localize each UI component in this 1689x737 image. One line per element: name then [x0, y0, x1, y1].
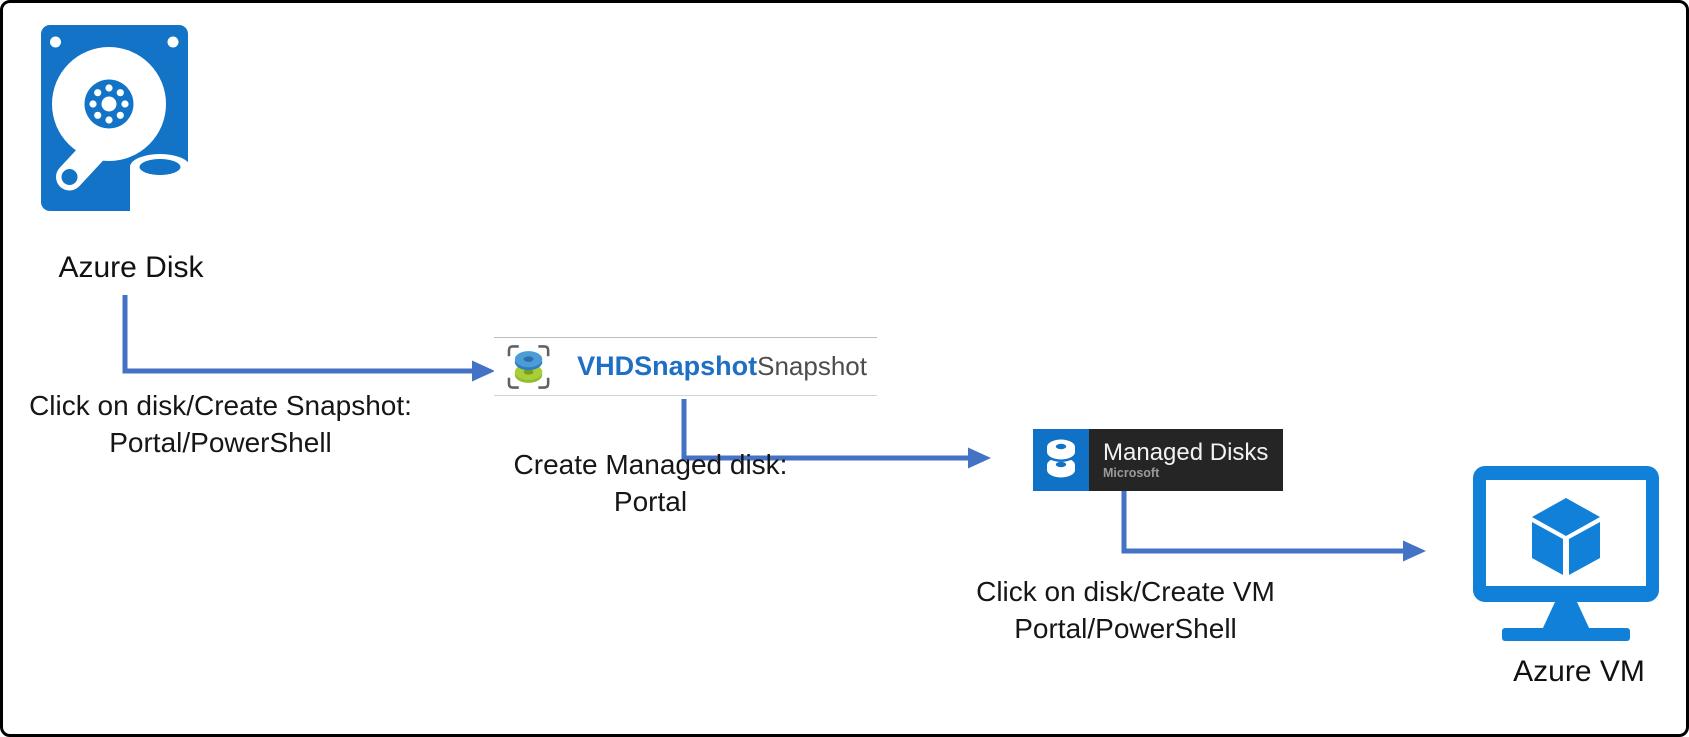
- managed-disks-tile-body: Managed Disks Microsoft: [1089, 429, 1283, 491]
- azure-vm-label: Azure VM: [1513, 655, 1645, 688]
- azure-disk-label: Azure Disk: [58, 251, 204, 284]
- blue-disk: [514, 350, 543, 370]
- bottom-disk: [1047, 457, 1075, 478]
- managed-disks-tile[interactable]: Managed Disks Microsoft: [1033, 429, 1283, 491]
- arrow-disk-to-snapshot: [122, 295, 495, 382]
- caption-create-snapshot: Click on disk/Create Snapshot: Portal/Po…: [8, 387, 433, 461]
- snapshot-name-link[interactable]: VHDSnapshot: [577, 351, 758, 381]
- caption-create-managed-disk: Create Managed disk: Portal: [498, 446, 803, 520]
- arrow-snapshot-to-manageddisk: [681, 399, 991, 469]
- vm-monitor-icon: [1473, 466, 1659, 641]
- caption-create-managed-disk-line1: Create Managed disk:: [513, 449, 788, 480]
- caption-create-vm-line1: Click on disk/Create VM: [976, 576, 1275, 607]
- cube-glyph: [1532, 498, 1600, 575]
- snapshot-disks-icon: [507, 344, 550, 389]
- snapshot-type-label: Snapshot: [757, 351, 867, 381]
- azure-disk-icon: [41, 25, 190, 228]
- caption-create-snapshot-line2: Portal/PowerShell: [109, 427, 332, 458]
- caption-create-vm: Click on disk/Create VM Portal/PowerShel…: [958, 573, 1293, 647]
- caption-create-snapshot-line1: Click on disk/Create Snapshot:: [29, 390, 412, 421]
- snapshot-list-row[interactable]: VHDSnapshot Snapshot: [494, 337, 877, 396]
- stacked-disks-icon: [1045, 439, 1077, 478]
- caption-create-managed-disk-line2: Portal: [613, 486, 688, 517]
- managed-disks-publisher: Microsoft: [1103, 465, 1160, 480]
- flow-arrows: [122, 295, 1426, 562]
- managed-disks-tile-accent: [1033, 429, 1089, 491]
- caption-create-vm-line2: Portal/PowerShell: [1014, 613, 1237, 644]
- managed-disks-title: Managed Disks: [1103, 438, 1269, 466]
- top-disk: [1047, 439, 1075, 460]
- arrow-manageddisk-to-vm: [1121, 491, 1426, 562]
